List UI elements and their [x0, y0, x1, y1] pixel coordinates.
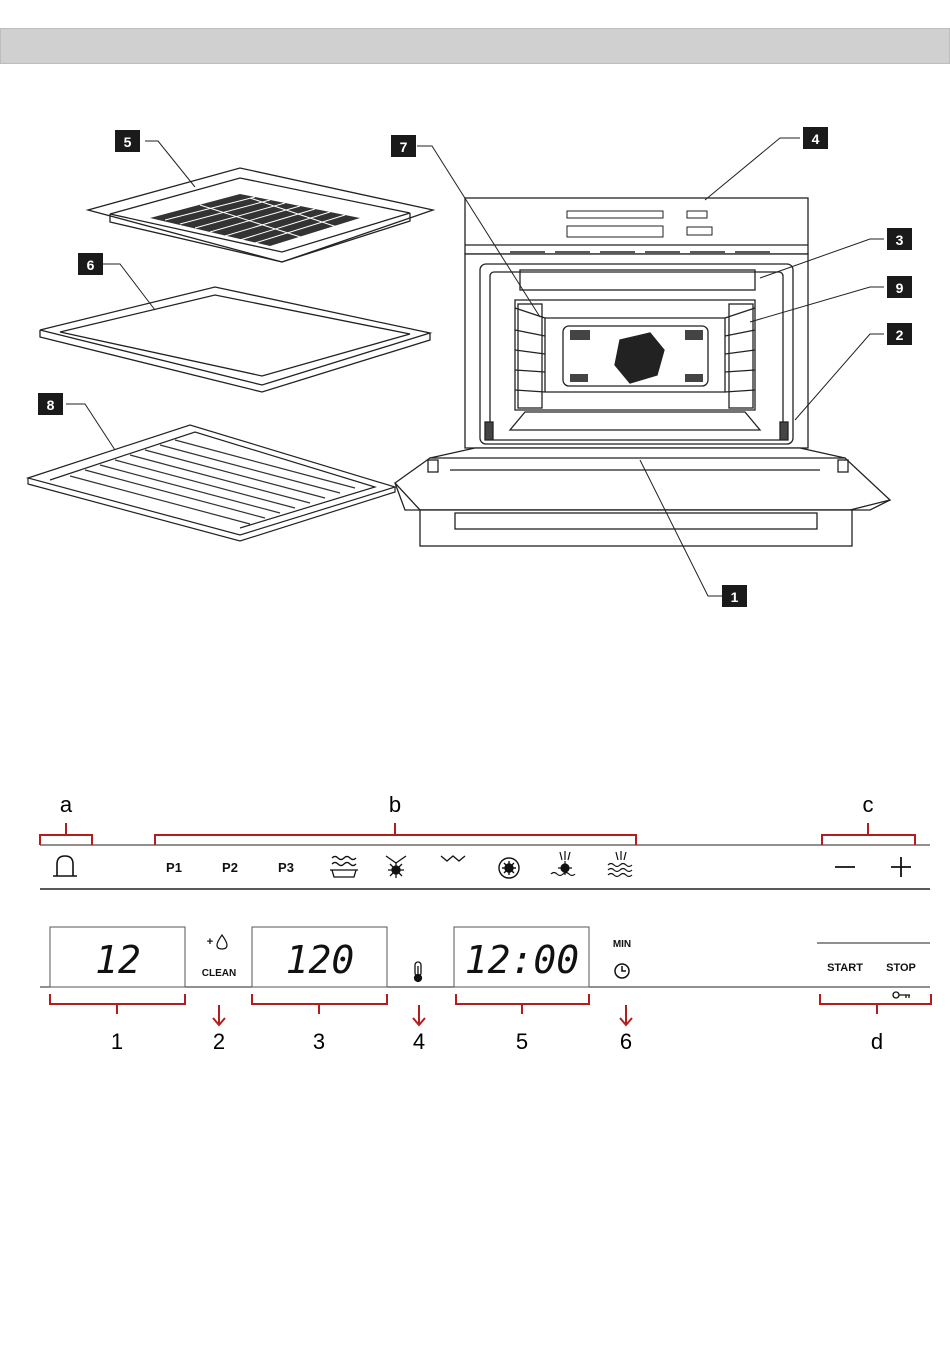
callout-number-5: 5	[516, 1029, 528, 1054]
callout-bracket-1: 1	[50, 994, 185, 1054]
group-label-a: a	[60, 792, 73, 817]
plus-button[interactable]	[891, 857, 911, 877]
callout-arrow-4: 4	[413, 1005, 425, 1054]
temperature-display-value: 120	[286, 938, 355, 982]
steam-icon[interactable]	[608, 851, 632, 877]
callout-badge-text: 6	[87, 257, 95, 273]
callout-bracket-5: 5	[456, 994, 589, 1054]
oven-body	[395, 198, 890, 546]
clean-button[interactable]: + CLEAN	[202, 935, 236, 979]
timer-button[interactable]: MIN	[613, 939, 631, 978]
callout-badge-4: 4	[803, 127, 828, 149]
callout-number-6: 6	[620, 1029, 632, 1054]
callout-badge-text: 7	[400, 139, 408, 155]
steam-tray-icon[interactable]	[330, 857, 358, 878]
stop-button[interactable]: STOP	[886, 962, 916, 974]
callout-number-4: 4	[413, 1029, 425, 1054]
callout-badge-2: 2	[887, 323, 912, 345]
callout-badge-text: 2	[896, 327, 904, 343]
p2-button[interactable]: P2	[222, 860, 238, 875]
callout-badge-9: 9	[887, 276, 912, 298]
callout-bracket-3: 3	[252, 994, 387, 1054]
bell-icon[interactable]	[53, 856, 77, 876]
time-display-value: 12:00	[465, 938, 579, 982]
callout-badge-text: 8	[47, 397, 55, 413]
callout-badge-text: 3	[896, 232, 904, 248]
callout-number-3: 3	[313, 1029, 325, 1054]
callout-badge-text: 4	[812, 131, 820, 147]
p3-button[interactable]: P3	[278, 860, 294, 875]
callout-arrow-6: 6	[620, 1005, 632, 1054]
callout-badge-text: 1	[731, 589, 739, 605]
group-label-c: c	[863, 792, 874, 817]
baking-tray	[40, 287, 430, 392]
callout-badge-1: 1	[722, 585, 747, 607]
callout-number-2: 2	[213, 1029, 225, 1054]
callout-badge-text: 9	[896, 280, 904, 296]
min-label: MIN	[613, 939, 631, 950]
group-bracket-a: a	[40, 792, 92, 845]
temperature-display: 120	[252, 927, 387, 987]
weight-display-value: 12	[95, 938, 141, 982]
water-drop-icon	[217, 935, 227, 949]
group-label-b: b	[389, 792, 401, 817]
grill-tray	[88, 168, 433, 262]
group-bracket-c: c	[822, 792, 915, 845]
callout-badge-3: 3	[887, 228, 912, 250]
plus-icon	[891, 857, 911, 877]
callout-badge-7: 7	[391, 135, 416, 157]
callout-number-1: 1	[111, 1029, 123, 1054]
fan-icon[interactable]	[499, 858, 519, 878]
callout-arrow-2: 2	[213, 1005, 225, 1054]
callout-badge-8: 8	[38, 393, 63, 415]
clock-icon	[615, 964, 629, 978]
clean-plus-label: +	[207, 936, 213, 948]
key-lock-icon	[893, 992, 910, 998]
wire-rack	[28, 425, 395, 541]
defrost-icon[interactable]	[386, 856, 406, 878]
callout-badge-6: 6	[78, 253, 103, 275]
start-button[interactable]: START	[827, 962, 863, 974]
thermometer-icon[interactable]	[415, 962, 422, 982]
section-header-bar	[0, 28, 950, 64]
group-bracket-d: d	[820, 994, 931, 1054]
time-display: 12:00	[454, 927, 589, 987]
callout-badge-5: 5	[115, 130, 140, 152]
callout-badge-text: 5	[124, 134, 132, 150]
oven-exploded-diagram: 5 6 8 7 4 3 9 2 1	[0, 100, 950, 620]
group-label-d: d	[871, 1029, 883, 1054]
steam-fan-icon[interactable]	[551, 851, 575, 876]
weight-display: 12	[50, 927, 185, 987]
control-panel-diagram: a b c P1 P2 P3	[0, 780, 950, 1060]
p1-button[interactable]: P1	[166, 860, 182, 875]
group-bracket-b: b	[155, 792, 636, 845]
clean-label: CLEAN	[202, 968, 236, 979]
bottom-heat-icon[interactable]	[441, 856, 465, 861]
